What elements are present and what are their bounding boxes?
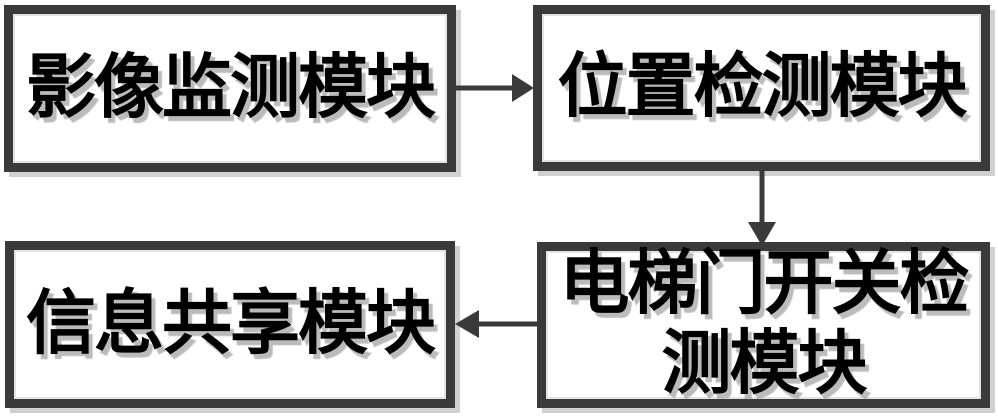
node-label: 信息共享模块 (26, 285, 436, 363)
arrow-image-to-position-icon (456, 74, 534, 102)
node-label-line-1: 电梯门开关检 (559, 246, 970, 324)
node-elevator-door-switch-detection-module: 电梯门开关检 测模块 (537, 242, 990, 408)
node-label: 位置检测模块 (557, 49, 968, 127)
node-image-monitoring-module: 影像监测模块 (4, 5, 456, 172)
arrow-door-detection-to-information-sharing-icon (455, 310, 537, 338)
node-position-detection-module: 位置检测模块 (533, 5, 990, 171)
node-label: 影像监测模块 (26, 49, 436, 127)
node-label-line-2: 测模块 (661, 326, 868, 403)
arrow-position-to-door-detection-icon (748, 171, 776, 246)
node-information-sharing-module: 信息共享模块 (5, 241, 455, 408)
